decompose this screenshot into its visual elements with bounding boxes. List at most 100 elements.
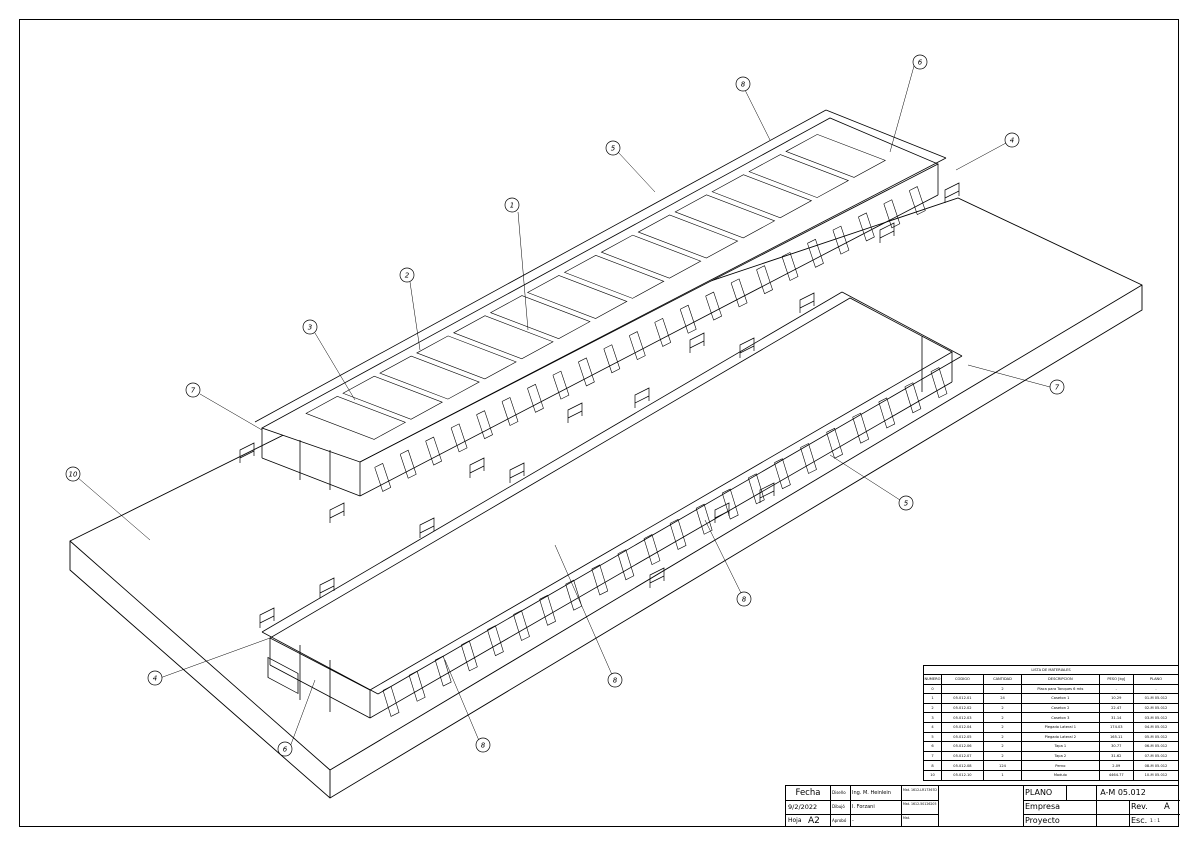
bom-header: NUMERO <box>923 674 942 685</box>
bom-cell: 24 <box>982 693 1023 704</box>
bom-cell: 3 <box>923 712 942 723</box>
stiffener-rib <box>858 212 875 242</box>
stiffener-rib <box>800 443 817 474</box>
bom-cell: 30.77 <box>1098 741 1134 752</box>
callout-bubble: 7 <box>185 382 201 398</box>
bom-header: PLANO <box>1132 674 1180 685</box>
stiffener-rib <box>654 317 672 347</box>
stiffener-rib <box>705 291 723 321</box>
bom-cell: Modulo <box>1021 769 1100 781</box>
bom-cell: 05.012.07 <box>940 750 984 762</box>
callout-bubble: 4 <box>1004 132 1020 148</box>
callout-bubble: 1 <box>504 197 520 213</box>
anchor-bracket <box>714 502 730 523</box>
callout-bubble: 8 <box>735 76 751 92</box>
anchor-bracket <box>509 462 525 483</box>
esc-label: Esc. <box>1131 816 1148 825</box>
bom-cell: Placa para Tanques 6 mts <box>1021 683 1100 695</box>
anchor-bracket <box>329 502 345 523</box>
bill-of-materials-table: LISTA DE MATERIALES NUMERO CODIGO CANTID… <box>923 665 1180 781</box>
stiffener-rib <box>643 534 661 566</box>
stiffener-rib <box>425 436 443 466</box>
bom-cell: 02-M 05.012 <box>1132 702 1180 714</box>
drawing-border <box>19 19 1179 827</box>
callout-number: 7 <box>191 387 196 395</box>
hoja-label: Hoja <box>788 817 802 824</box>
callout-bubble: 8 <box>475 737 491 753</box>
anchor-bracket <box>319 577 335 598</box>
bom-cell: 05.012.02 <box>940 702 984 714</box>
plano-label: PLANO <box>1025 788 1053 797</box>
callout-number: 3 <box>308 324 312 332</box>
anchor-bracket <box>739 337 755 358</box>
bom-header-row: NUMERO CODIGO CANTIDAD DESCRIPCION PESO … <box>923 674 1180 685</box>
bom-cell: 2.09 <box>1098 760 1134 771</box>
aprobo-mat: Mat. <box>903 816 910 820</box>
callout-number: 7 <box>1055 384 1060 392</box>
bom-cell: - <box>1132 683 1180 695</box>
casetones <box>305 134 886 440</box>
callout-number: 4 <box>1010 137 1014 145</box>
callout-bubble: 8 <box>607 672 623 688</box>
bom-title: LISTA DE MATERIALES <box>923 665 1179 675</box>
bom-header: CODIGO <box>940 674 984 685</box>
bom-cell: 10-M 05.012 <box>1132 769 1180 781</box>
esc-value: 1 : 1 <box>1150 819 1161 824</box>
stiffener-rib <box>487 625 504 657</box>
stiffener-rib <box>721 488 739 520</box>
callout-bubble: 7 <box>1049 379 1065 395</box>
stiffener-rib <box>679 304 697 334</box>
callout-number: 8 <box>741 81 746 89</box>
bom-cell: 2 <box>982 683 1023 695</box>
proyecto-label: Proyecto <box>1025 816 1060 825</box>
bom-cell: 22.47 <box>1098 702 1134 714</box>
caseton-panel <box>453 315 554 360</box>
bom-cell: 4464.77 <box>1098 769 1134 781</box>
anchor-bracket <box>419 517 435 538</box>
callout-bubble: 3 <box>302 319 318 335</box>
bom-cell: 165.11 <box>1098 731 1134 743</box>
bom-cell: 06-M 05.012 <box>1132 741 1180 752</box>
stiffener-rib <box>476 410 493 440</box>
stiffener-rib <box>695 503 713 535</box>
dibujo-name: I. Forzani <box>852 804 875 810</box>
bom-cell: 0 <box>923 683 942 695</box>
bom-cell: Caseton 3 <box>1021 712 1100 723</box>
stiffener-rib <box>878 397 896 429</box>
stiffener-rib <box>527 383 544 413</box>
callout-number: 6 <box>918 59 923 67</box>
bom-cell: 04-M 05.012 <box>1132 721 1180 733</box>
caseton-panel <box>600 234 702 279</box>
bom-cell: 8 <box>923 760 942 771</box>
stiffener-rib <box>774 458 791 490</box>
rev-value: A <box>1164 802 1170 812</box>
stiffener-rib <box>513 610 530 641</box>
callout-bubble: 6 <box>912 54 928 70</box>
callout-number: 1 <box>510 202 514 210</box>
bom-cell: 05.012.01 <box>940 693 984 704</box>
bom-cell: 05.012.10 <box>940 769 984 781</box>
stiffener-rib <box>461 640 478 672</box>
bom-cell: 7 <box>923 750 942 762</box>
bom-cell: Perno <box>1021 760 1100 771</box>
vline <box>1096 786 1097 827</box>
bom-cell: 05.012.04 <box>940 721 984 733</box>
caseton-panel <box>305 396 407 440</box>
callout-number: 5 <box>611 145 616 153</box>
bom-header: PESO [kg] <box>1098 674 1134 685</box>
stiffener-rib <box>501 397 519 426</box>
back-form <box>254 109 947 497</box>
stiffener-rib <box>552 370 570 400</box>
stiffener-rib <box>826 427 843 459</box>
callout-bubble: 2 <box>399 267 415 283</box>
callout-number: 5 <box>904 500 909 508</box>
